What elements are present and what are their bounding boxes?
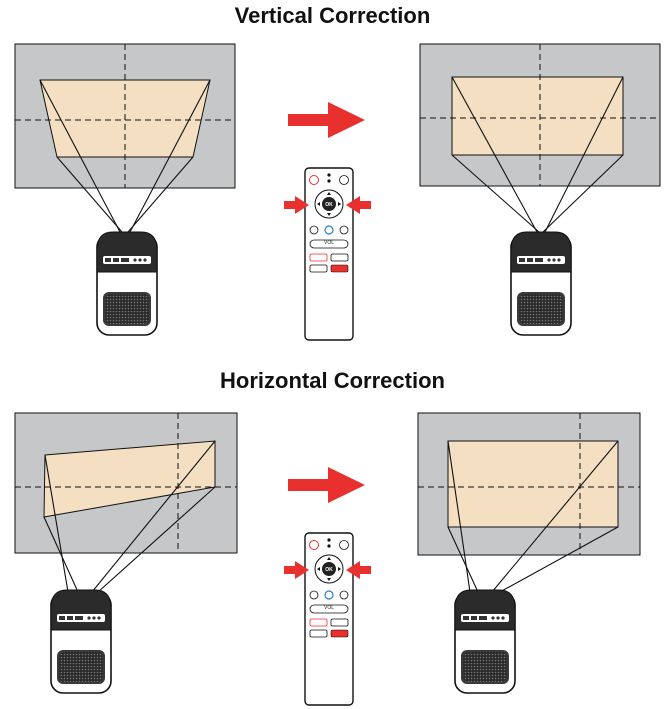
vertical-remote-ok-label: OK [325,202,333,208]
horizontal-remote-pointer-arrows [284,561,371,579]
horizontal-remote-ok-label: OK [325,567,333,573]
horizontal-after-projector-icon [454,589,516,694]
horizontal-before-projector-icon [50,589,112,694]
vertical-arrow-right-icon [288,102,365,138]
vertical-after-projector-icon [510,231,572,336]
vertical-correction-title: Vertical Correction [234,3,431,28]
horizontal-remote-vol-label: VOL [324,605,334,611]
horizontal-after-screen [417,412,641,593]
vertical-remote-control-icon [304,167,354,341]
horizontal-before-screen [14,412,238,593]
horizontal-remote-control-icon [304,532,354,706]
vertical-after-screen [419,43,661,233]
vertical-remote-vol-label: VOL [324,240,334,246]
horizontal-correction-title: Horizontal Correction [220,368,445,393]
vertical-before-screen [14,43,236,233]
vertical-before-projector-icon [96,231,158,336]
horizontal-arrow-right-icon [288,467,365,503]
vertical-remote-pointer-arrows [284,196,371,214]
